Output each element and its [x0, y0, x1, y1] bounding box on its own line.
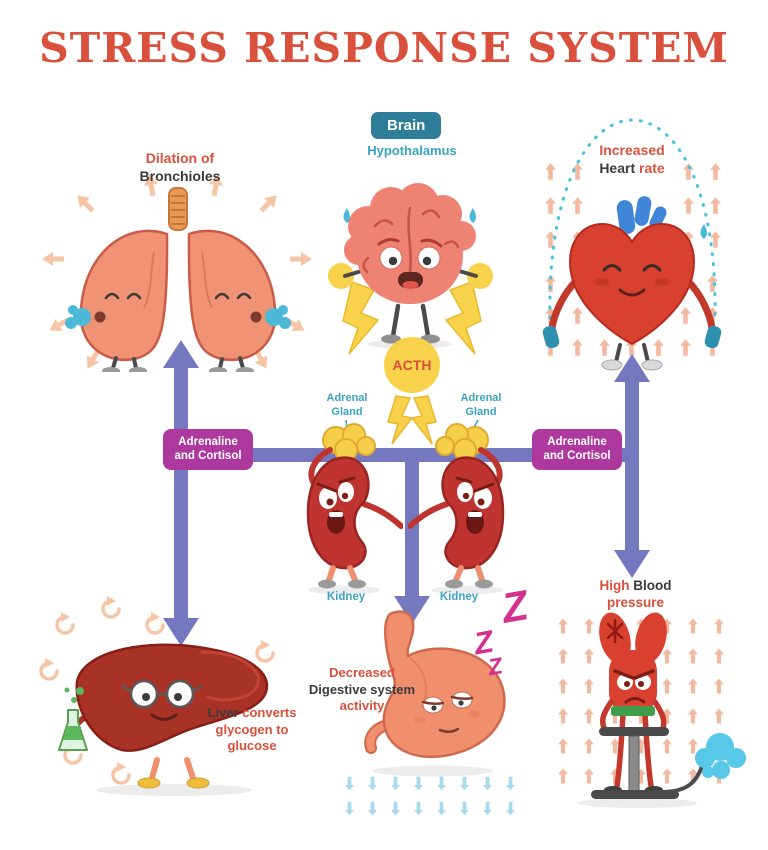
pump-base [591, 790, 679, 799]
brain-badge: Brain [371, 112, 442, 139]
pressure-effect-line2: pressure [606, 595, 665, 611]
digestion-effect-label: Decreased Digestive system activity [303, 665, 421, 715]
digestion-down-arrows-grid [345, 776, 515, 816]
exhale-puff-right [265, 305, 291, 329]
sweat-drop-icon [700, 224, 707, 239]
pressure-effect-line1: High Blood [573, 577, 698, 594]
heart-body [568, 223, 696, 346]
heart-effect-label: Increased Heart rate [558, 142, 706, 178]
heart-effect-line2: Heart rate [558, 160, 706, 178]
stomach-character [364, 610, 506, 777]
kidney-label-right: Kidney [439, 591, 479, 603]
spark-glow-right [467, 263, 493, 289]
lungs-character [65, 187, 291, 372]
heart-effect-dark: Heart [599, 159, 636, 176]
exhale-puff-left [65, 305, 91, 329]
rope-handle-right [704, 325, 722, 349]
liver-effect-label: Liver converts glycogen to glucose [196, 705, 308, 755]
kidney-character-right [408, 423, 505, 595]
adrenal-gland-label-right: Adrenal Gland [460, 392, 502, 419]
heart-effect-line1: Increased [599, 142, 665, 158]
acth-circle: ACTH [384, 337, 440, 393]
liver-character [58, 643, 269, 796]
left-lung [79, 229, 169, 362]
digestion-effect-line2: Digestive system [308, 681, 416, 697]
rope-handle-left [542, 325, 560, 349]
pressure-effect-dark: Blood [633, 578, 672, 593]
liver-effect-accent: converts glycogen to glucose [215, 705, 297, 754]
digestion-effect-line1: Decreased [329, 665, 395, 680]
brain-character [328, 183, 493, 349]
pressure-effect-accent: High [599, 578, 630, 593]
lightning-bolt-icons [342, 281, 482, 445]
adrenal-gland-label-left: Adrenal Gland [326, 392, 368, 419]
hormone-pathway-arrowheads [163, 340, 650, 646]
lungs-effect-line2: Bronchioles [139, 167, 221, 184]
hormone-badge-right: Adrenaline and Cortisol [532, 429, 622, 470]
spark-glow-left [328, 263, 354, 289]
jump-rope-dashed-arc [548, 118, 717, 320]
heart-character [542, 196, 722, 371]
zzz-1: Z [498, 581, 532, 632]
page-title: STRESS RESPONSE SYSTEM [39, 24, 729, 72]
pump-hose [660, 765, 704, 794]
pain-star-icon [606, 618, 624, 644]
kidney-label-left: Kidney [326, 591, 366, 603]
lungs-effect-line1: Dilation of [145, 150, 215, 166]
liver-effect-dark: Liver [207, 705, 239, 720]
acth-label: ACTH [392, 357, 432, 373]
blood-pressure-character [577, 612, 746, 808]
aorta-vessel [616, 200, 636, 234]
hormone-badge-left: Adrenaline and Cortisol [163, 429, 253, 470]
heart-effect-accent2: rate [639, 159, 665, 176]
hypothalamus-label: Hypothalamus [367, 143, 457, 158]
pump-handle [599, 727, 669, 736]
pressure-effect-label: High Blood pressure [573, 577, 698, 612]
adrenal-gland-shape [322, 423, 376, 462]
air-spray-icon [695, 733, 746, 779]
sleep-zzz: Z Z Z [468, 581, 532, 680]
right-lung [187, 229, 277, 362]
pump-shaft [628, 735, 640, 793]
zzz-3: Z [485, 651, 505, 680]
adrenal-gland-shape [435, 423, 489, 462]
flask-icon [58, 687, 88, 751]
sweat-drop-icon [343, 208, 350, 223]
sweat-drop-icon [469, 208, 476, 223]
kidney-character-left [306, 423, 403, 595]
lungs-effect-label: Dilation of Bronchioles [105, 150, 255, 186]
digestion-effect-line3: activity [339, 698, 385, 714]
